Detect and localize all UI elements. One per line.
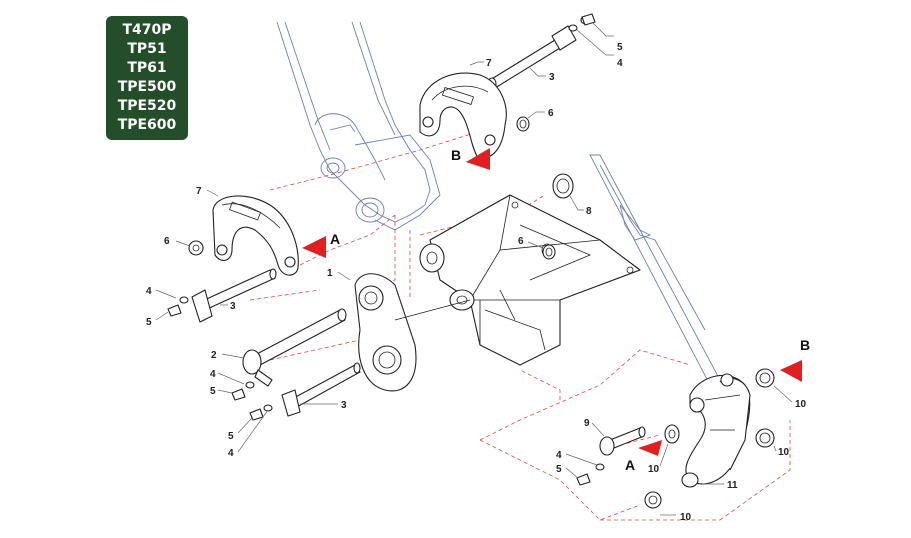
cylinder-bracket-11 [681,373,751,488]
assembly-guide-lines [249,124,791,521]
callout-4-top: 4 [617,58,623,69]
frame-bracket [419,194,641,366]
callout-4-middle: 4 [210,369,216,380]
callout-3-top: 3 [549,72,555,83]
pin-3-middle [249,362,361,421]
section-arrow-a-left [302,236,326,258]
bushing-10-mid [664,424,680,444]
model-list-badge: T470P TP51 TP61 TPE500 TPE520 TPE600 [106,16,188,140]
bushing-6-top [516,116,530,132]
callout-7-top: 7 [486,58,492,69]
pin-3-top [487,13,596,91]
model-name: TPE520 [117,98,177,114]
section-arrow-a-right [638,440,662,456]
callout-6-left: 6 [164,236,170,247]
callout-3-left: 3 [230,301,236,312]
bushing-6-left [188,240,204,256]
boom-arm [276,21,441,231]
callout-4-right: 4 [556,450,562,461]
bushing-8 [552,173,574,199]
callout-10-right-upper: 10 [795,399,807,410]
bushing-6-middle [542,244,556,260]
model-name: TPE600 [117,117,177,133]
pin-3-left [167,268,277,323]
callout-5-right: 5 [556,464,562,475]
bushing-10-bottom [644,491,662,509]
bushing-10-right-upper [755,368,775,388]
section-arrows [302,148,802,456]
section-label-a: A [625,457,635,473]
section-arrow-b-right [780,360,802,382]
callout-3-middle: 3 [341,400,347,411]
callout-6-middle: 6 [518,236,524,247]
callout-4-lower: 4 [228,448,234,459]
callout-4-left: 4 [146,286,152,297]
section-arrow-b-top [466,148,490,170]
callout-6-top: 6 [548,108,554,119]
callout-8: 8 [586,206,592,217]
model-name: TP51 [127,41,167,57]
callout-10-bottom: 10 [680,512,692,523]
retaining-plate-7-left [212,195,299,276]
retaining-plate-7-top [419,72,507,159]
pin-9 [576,426,646,486]
bushing-10-right-lower [755,428,775,448]
callout-5-lower: 5 [228,431,234,442]
callout-5-left: 5 [146,317,152,328]
callout-1: 1 [327,268,333,279]
callout-2: 2 [211,350,217,361]
callout-9: 9 [584,418,590,429]
callout-5-top: 5 [617,42,623,53]
callout-5-middle: 5 [210,386,216,397]
swing-link-1 [354,273,471,392]
callout-10-right-lower: 10 [778,447,790,458]
pin-2 [231,308,347,401]
callout-7-left: 7 [196,186,202,197]
callout-10-middle: 10 [648,464,660,475]
callout-11: 11 [727,480,738,491]
section-label-b: B [800,337,810,353]
model-name: T470P [122,22,172,38]
section-label-a: A [330,231,340,247]
section-label-b: B [451,147,461,163]
model-name: TPE500 [117,79,177,95]
model-name: TP61 [127,60,167,76]
callout-leader-lines [155,21,793,516]
